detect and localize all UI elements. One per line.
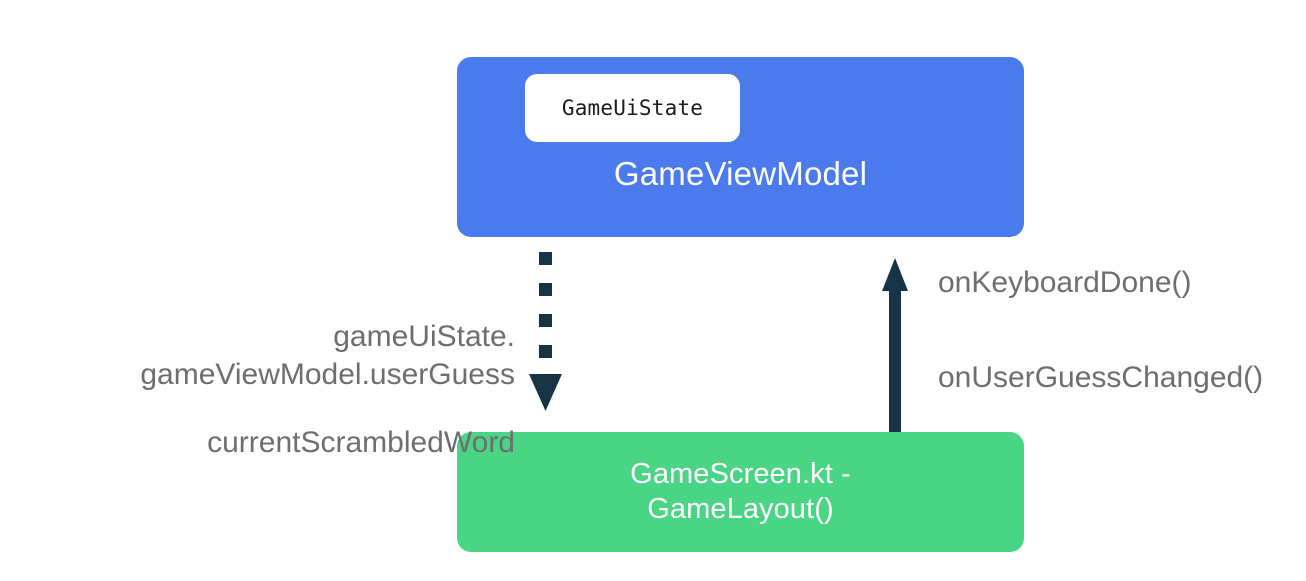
gamescreen-title-line2: GameLayout() [647, 493, 834, 525]
label-userguess-read: gameViewModel.userGuess [140, 358, 515, 391]
gameuistate-chip[interactable]: GameUiState [525, 74, 740, 142]
gameviewmodel-title: GameViewModel [613, 155, 868, 192]
gamescreen-box[interactable]: GameScreen.kt - GameLayout() [457, 432, 1024, 552]
gamescreen-title-line1: GameScreen.kt - [630, 457, 851, 490]
label-gameuistate-read-line1: gameUiState. [333, 319, 515, 353]
label-on-user-guess-changed: onUserGuessChanged() [938, 361, 1264, 394]
solid-up-arrow [882, 258, 908, 432]
label-on-keyboard-done: onKeyboardDone() [938, 266, 1192, 299]
gamescreen-title: GameScreen.kt - GameLayout() [630, 457, 851, 528]
gameuistate-chip-label: GameUiState [561, 96, 704, 120]
label-gameuistate-read-line2: currentScrambledWord [207, 425, 515, 459]
label-gameuistate-read: gameUiState. currentScrambledWord [60, 248, 515, 531]
dotted-down-arrow [529, 252, 562, 411]
gameviewmodel-box[interactable]: GameUiState GameViewModel [457, 57, 1024, 237]
